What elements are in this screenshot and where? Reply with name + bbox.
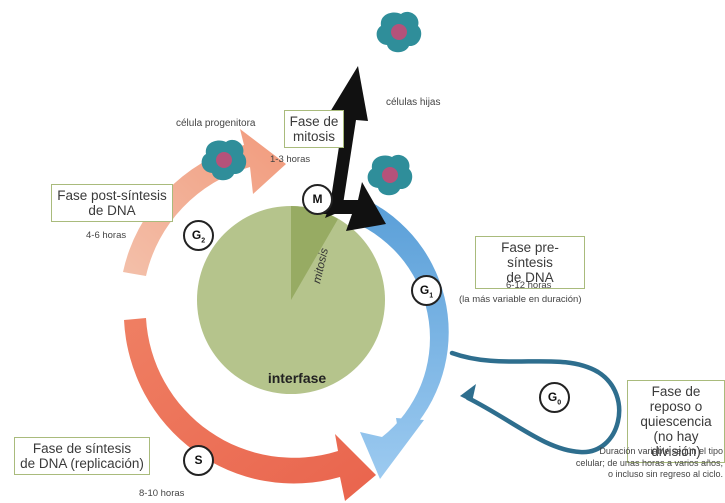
interphase-label: interfase: [268, 370, 327, 386]
node-g0: G0: [539, 382, 570, 413]
g1-phase-box: Fase pre-síntesis de DNA: [475, 236, 585, 289]
s-arc: [124, 318, 376, 501]
s-duration: 8-10 horas: [139, 488, 185, 499]
daughter-cell-top: [376, 11, 422, 53]
daughters-label: células hijas: [386, 97, 441, 108]
mitosis-duration: 1-3 horas: [270, 154, 311, 165]
s-phase-box: Fase de síntesis de DNA (replicación): [14, 437, 150, 475]
g1-duration-note: (la más variable en duración): [459, 294, 582, 305]
mitosis-arrow-up: [325, 66, 368, 218]
g2-phase-box: Fase post-síntesis de DNA: [51, 184, 173, 222]
node-m: M: [302, 184, 333, 215]
g2-duration: 4-6 horas: [86, 230, 127, 241]
daughter-cell-bottom: [367, 154, 413, 196]
node-g2: G2: [183, 220, 214, 251]
progenitor-cell: [201, 139, 247, 181]
node-s: S: [183, 445, 214, 476]
mitosis-phase-box: Fase de mitosis: [284, 110, 344, 148]
mitosis-wedge: [291, 206, 338, 300]
g0-loop: [449, 350, 622, 455]
g0-arrowhead: [460, 384, 476, 402]
g1-arc: [353, 202, 449, 479]
progenitor-label: célula progenitora: [176, 118, 256, 129]
g0-phase-box: Fase de reposo o quiescencia (no hay div…: [627, 380, 725, 463]
mitosis-arrow-down: [322, 182, 386, 231]
node-g1: G1: [411, 275, 442, 306]
g0-note: Duración variable según el tipo celular;…: [575, 446, 723, 479]
g1-duration: 6-12 horas: [506, 280, 552, 291]
